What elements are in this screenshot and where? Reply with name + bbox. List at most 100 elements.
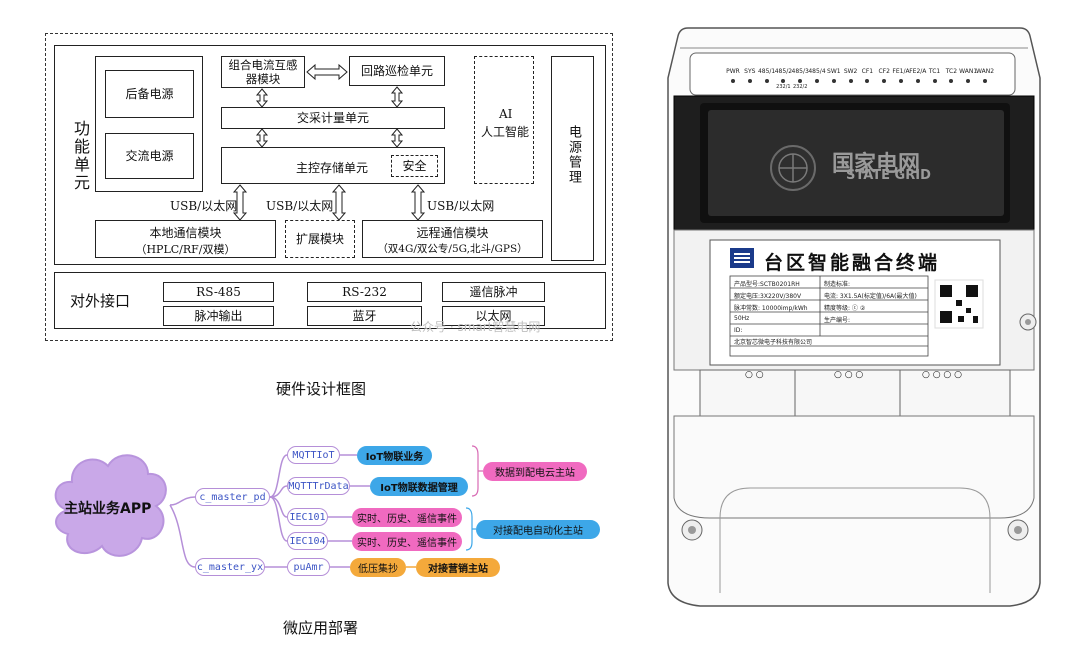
arrow-main-local xyxy=(232,184,248,221)
function-unit-label: 功能单元 xyxy=(71,120,90,192)
usb-eth-label-1: USB/以太网 xyxy=(170,199,238,213)
ct-module-box: 组合电流互感器模块 xyxy=(221,56,305,88)
terminal-group-3: ○ ○ ○ ○ xyxy=(922,370,962,380)
pill-iot-data: IoT物联数据管理 xyxy=(370,477,468,496)
pill-to-marketing: 对接营销主站 xyxy=(416,558,500,577)
pill-realtime-2: 实时、历史、遥信事件 xyxy=(352,532,462,551)
node-puamr: puAmr xyxy=(287,558,330,576)
led-dot xyxy=(915,79,920,83)
led-sub-label: 232/2 xyxy=(792,84,808,90)
meter-maker: 北京智芯微电子科技有限公司 xyxy=(734,339,813,346)
arrow-ct-metering xyxy=(255,88,269,108)
local-comm-line1: 本地通信模块 xyxy=(149,226,222,240)
meter-body xyxy=(667,27,1041,607)
arrow-ct-loop xyxy=(306,63,348,81)
hardware-caption: 硬件设计框图 xyxy=(276,380,367,398)
power-mgmt-box: 电源管理 xyxy=(551,56,594,261)
meter-voltage: 额定电压:3X220V/380V xyxy=(734,293,802,300)
hardware-arrows xyxy=(232,63,426,221)
led-dot xyxy=(815,79,819,83)
bluetooth-box: 蓝牙 xyxy=(307,306,422,326)
led-label: FE2/A xyxy=(909,68,927,75)
led-label: 485/4 xyxy=(808,68,826,75)
led-dot xyxy=(966,79,971,83)
ai-box: AI 人工智能 xyxy=(474,56,534,184)
node-master-yx: c_master_yx xyxy=(195,558,265,576)
pill-realtime-1: 实时、历史、遥信事件 xyxy=(352,508,462,527)
pill-low-voltage: 低压集抄 xyxy=(350,558,406,577)
led-label: CF2 xyxy=(878,68,890,75)
branch-lines xyxy=(169,445,483,568)
led-dot xyxy=(764,79,769,83)
expand-box: 扩展模块 xyxy=(285,220,355,258)
node-mqttiot: MQTTIoT xyxy=(287,446,340,464)
pulse-out-box: 脉冲输出 xyxy=(163,306,274,326)
led-label: FE1/A xyxy=(892,68,910,75)
usb-eth-label-2: USB/以太网 xyxy=(266,199,334,213)
meter-accuracy: 精度等级: ⓒ ② xyxy=(824,305,866,312)
rs485-box: RS-485 xyxy=(163,282,274,302)
local-comm-line2: （HPLC/RF/双模） xyxy=(135,243,236,256)
led-dot xyxy=(798,79,803,83)
main-control-box: 主控存储单元 安全 xyxy=(221,147,445,184)
arrow-main-remote xyxy=(410,184,426,221)
loop-inspect-box: 回路巡检单元 xyxy=(349,56,445,86)
arrow-loop-metering xyxy=(390,86,404,108)
led-label: TC1 xyxy=(928,68,941,75)
local-comm-box: 本地通信模块 （HPLC/RF/双模） xyxy=(95,220,276,258)
ai-label-2: 人工智能 xyxy=(481,125,530,139)
security-box: 安全 xyxy=(391,155,438,177)
led-label: WAN1 xyxy=(959,68,978,75)
led-dot xyxy=(949,79,954,83)
led-label: 485/1 xyxy=(757,68,776,75)
power-group-frame xyxy=(95,56,203,192)
node-master-pd: c_master_pd xyxy=(195,488,270,506)
arrow-metering-main-2 xyxy=(390,128,404,148)
pill-iot-business: IoT物联业务 xyxy=(357,446,432,465)
node-mqtttrdata: MQTTTrData xyxy=(287,477,350,495)
brand-en: STATE GRID xyxy=(846,168,931,183)
led-label: TC2 xyxy=(945,68,958,75)
led-dot xyxy=(882,79,887,83)
ext-interface-label: 对外接口 xyxy=(70,292,131,310)
function-unit-frame xyxy=(54,45,606,265)
ext-interface-frame xyxy=(54,272,606,329)
meter-standard: 制造标准: xyxy=(824,281,851,288)
led-label: SW1 xyxy=(827,68,841,75)
pill-to-cloud: 数据到配电云主站 xyxy=(483,462,587,481)
led-label: 485/2 xyxy=(774,68,793,75)
main-control-label: 主控存储单元 xyxy=(296,161,369,175)
led-label: PWR xyxy=(726,68,740,75)
outer-dashed-frame xyxy=(45,33,613,341)
node-iec104: IEC104 xyxy=(287,532,328,550)
led-dot xyxy=(899,79,903,83)
watermark: 公众号 · smart智慧电网 xyxy=(410,320,541,334)
led-sub-label: 232/1 xyxy=(776,84,791,90)
micro-app-caption: 微应用部署 xyxy=(283,619,359,637)
remote-comm-line2: （双4G/双公专/5G,北斗/GPS） xyxy=(377,243,528,255)
terminal-group-1: ○ ○ xyxy=(745,370,764,380)
led-label: 485/3 xyxy=(791,68,809,75)
led-dot xyxy=(848,79,853,83)
led-dot xyxy=(731,79,735,83)
arrow-main-expand xyxy=(331,184,347,221)
led-dot xyxy=(781,79,786,83)
ethernet-box: 以太网 xyxy=(442,306,545,326)
meter-pulse: 脉冲常数: 10000imp/kWh xyxy=(734,305,808,312)
led-dot xyxy=(865,79,870,83)
meter-model: 产品型号:SCTB0201RH xyxy=(734,281,800,288)
meter-prod-date: 生产编号: xyxy=(824,317,851,324)
ac-power-box: 交流电源 xyxy=(105,133,194,179)
meter-id: ID: xyxy=(734,327,743,334)
remote-comm-box: 远程通信模块 （双4G/双公专/5G,北斗/GPS） xyxy=(362,220,543,258)
node-iec101: IEC101 xyxy=(287,508,328,526)
led-dot xyxy=(932,79,937,83)
led-label: CF1 xyxy=(861,68,874,75)
ai-label-1: AI xyxy=(499,107,513,121)
backup-power-box: 后备电源 xyxy=(105,70,194,118)
terminal-group-2: ○ ○ ○ xyxy=(834,370,864,380)
led-label: WAN2 xyxy=(975,68,995,75)
ac-metering-box: 交采计量单元 xyxy=(221,107,445,129)
led-label: SYS xyxy=(744,68,756,75)
meter-current: 电流: 3X1.5A(标定值)/6A(最大值) xyxy=(824,293,917,300)
